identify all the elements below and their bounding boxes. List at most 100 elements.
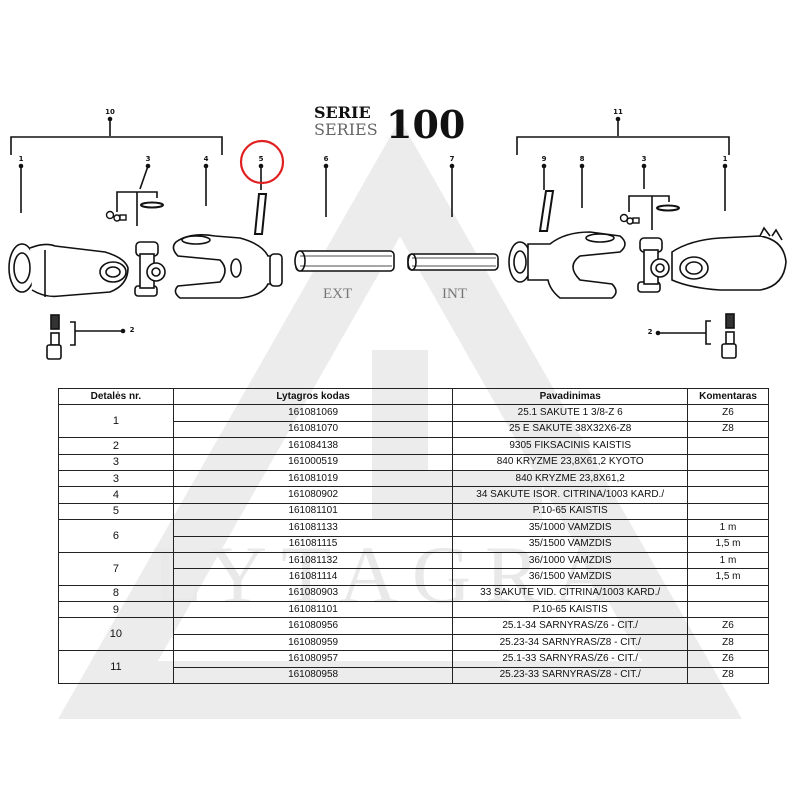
table-row: 10 161080956 25.1-34 SARNYRAS/Z6 - CIT./… [58, 617, 769, 652]
callout-7: 7 [449, 155, 455, 163]
header-code: Lytagros kodas [172, 387, 454, 406]
table-row: 8 161080903 33 SAKUTE VID. CITRINA/1003 … [58, 584, 769, 603]
table-row: 9 161081101 P.10-65 KAISTIS [58, 601, 769, 619]
part-name: 33 SAKUTE VID. CITRINA/1003 KARD./ [452, 584, 689, 603]
part-name: 25.23-34 SARNYRAS/Z8 - CIT./ [452, 633, 689, 652]
cross-left-icon [134, 241, 166, 297]
code: 161084138 [172, 437, 454, 455]
callout-6: 6 [323, 155, 329, 163]
part-name: P.10-65 KAISTIS [452, 502, 689, 521]
code: 161080956 [172, 617, 454, 635]
code: 161000519 [172, 453, 454, 471]
series-label: SERIES [314, 120, 378, 139]
part-name: 36/1000 VAMZDIS [452, 551, 689, 570]
table-row: 11 161080957 25.1-33 SARNYRAS/Z6 - CIT./… [58, 650, 769, 685]
code: 161080903 [172, 584, 454, 603]
detail-no: 8 [58, 584, 174, 603]
callout-9: 9 [541, 155, 547, 163]
part-name: 25.1-34 SARNYRAS/Z6 - CIT./ [452, 617, 689, 635]
comment [687, 453, 769, 471]
callout-1-right: 1 [722, 155, 728, 163]
detail-no: 3 [58, 469, 174, 488]
detail-no: 10 [58, 617, 174, 652]
code: 161081069 [172, 404, 454, 422]
comment: Z8 [687, 666, 769, 685]
pin-9-icon [538, 190, 555, 232]
header-name: Pavadinimas [452, 387, 689, 406]
yoke-4-icon [172, 234, 283, 299]
comment: 1,5 m [687, 535, 769, 553]
locking-pin-left-icon [46, 314, 62, 360]
part-name: 34 SAKUTE ISOR. CITRINA/1003 KARD./ [452, 486, 689, 504]
exploded-diagram [8, 116, 787, 360]
callout-2-right: 2 [647, 328, 653, 336]
callout-4: 4 [203, 155, 209, 163]
detail-no: 5 [58, 502, 174, 521]
code: 161081133 [172, 519, 454, 537]
serie-label: SERIE [314, 103, 371, 122]
header-comment: Komentaras [687, 387, 769, 406]
part-name: 25.1 SAKUTE 1 3/8-Z 6 [452, 404, 689, 422]
comment: 1 m [687, 519, 769, 537]
part-name: P.10-65 KAISTIS [452, 601, 689, 619]
part-name: 36/1500 VAMZDIS [452, 568, 689, 586]
callout-5: 5 [258, 155, 264, 163]
code: 161081101 [172, 601, 454, 619]
part-name: 840 KRYZME 23,8X61,2 KYOTO [452, 453, 689, 471]
code: 161080957 [172, 650, 454, 668]
cross-right-icon [637, 237, 670, 293]
comment [687, 584, 769, 603]
snap-ring-left-icon [140, 201, 164, 209]
header-detail-no: Detalės nr. [58, 387, 174, 406]
table-row: 1 161081069 25.1 SAKUTE 1 3/8-Z 6 Z6 [58, 404, 769, 439]
callout-1-left: 1 [18, 155, 24, 163]
part-name: 9305 FIKSACINIS KAISTIS [452, 437, 689, 455]
pin-5-icon [253, 193, 268, 235]
code: 161081101 [172, 502, 454, 521]
part-name: 25.1-33 SARNYRAS/Z6 - CIT./ [452, 650, 689, 668]
code: 161080959 [172, 633, 454, 652]
part-name: 840 KRYZME 23,8X61,2 [452, 469, 689, 488]
part-name: 25 E SAKUTE 38X32X6-Z8 [452, 420, 689, 439]
parts-table: Detalės nr. Lytagros kodas Pavadinimas K… [58, 387, 769, 685]
tube-ext-icon [294, 250, 395, 272]
series-number: 100 [386, 102, 466, 147]
code: 161081070 [172, 420, 454, 439]
detail-no: 6 [58, 519, 174, 553]
comment [687, 469, 769, 488]
locking-pin-right-icon [721, 313, 737, 359]
callout-8: 8 [579, 155, 585, 163]
ext-label: EXT [323, 286, 353, 302]
table-row: 5 161081101 P.10-65 KAISTIS [58, 502, 769, 521]
table-row: 2 161084138 9305 FIKSACINIS KAISTIS [58, 437, 769, 455]
part-name: 25.23-33 SARNYRAS/Z8 - CIT./ [452, 666, 689, 685]
part-name: 35/1000 VAMZDIS [452, 519, 689, 537]
int-label: INT [442, 286, 467, 302]
callout-11: 11 [613, 108, 623, 116]
grease-nipple-left-icon [105, 210, 127, 222]
comment: 1,5 m [687, 568, 769, 586]
callout-2-left: 2 [129, 326, 135, 334]
code: 161081114 [172, 568, 454, 586]
callout-3-left: 3 [145, 155, 151, 163]
comment: Z8 [687, 420, 769, 439]
part-name: 35/1500 VAMZDIS [452, 535, 689, 553]
detail-no: 9 [58, 601, 174, 619]
comment: Z6 [687, 617, 769, 635]
comment: 1 m [687, 551, 769, 570]
comment: Z6 [687, 404, 769, 422]
table-row: 7 161081132 36/1000 VAMZDIS 1 m [58, 551, 769, 586]
code: 161081019 [172, 469, 454, 488]
code: 161081132 [172, 551, 454, 570]
comment: Z8 [687, 633, 769, 652]
code: 161080958 [172, 666, 454, 685]
code: 161081115 [172, 535, 454, 553]
yoke-right-icon [671, 226, 787, 291]
table-row: 6 161081133 35/1000 VAMZDIS 1 m [58, 519, 769, 553]
yoke-8-icon [508, 231, 626, 299]
yoke-left-icon [8, 243, 129, 298]
comment [687, 502, 769, 521]
detail-no: 11 [58, 650, 174, 685]
comment [687, 601, 769, 619]
snap-ring-right-icon [656, 204, 680, 212]
